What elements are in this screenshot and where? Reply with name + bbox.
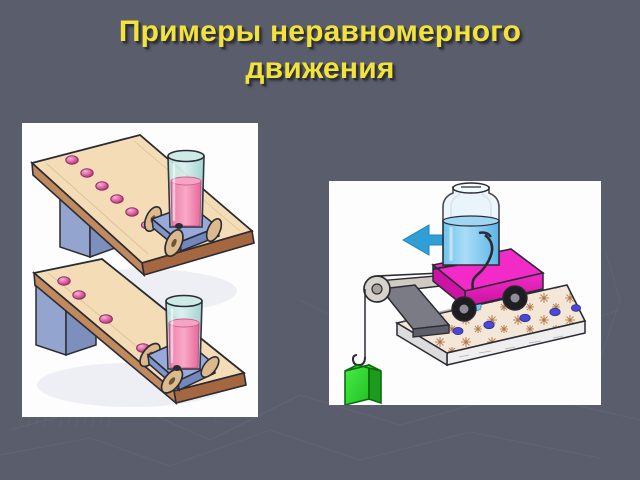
cart-shallow: [143, 149, 223, 257]
figure-panel-inclines: [22, 123, 258, 417]
beaker-steep: [165, 294, 203, 370]
cart-wheel-side-steep: [200, 356, 220, 378]
bottle-with-liquid: [442, 182, 500, 290]
table-surface: [394, 284, 587, 367]
incline-shallow-group: [30, 134, 255, 313]
cart-wheel-right: [502, 285, 528, 311]
title-line-1: Примеры неравномерного: [118, 15, 522, 48]
beaker-shallow: [167, 149, 205, 228]
cart-pink: [431, 248, 545, 322]
cart-wheel-front-shallow: [164, 229, 184, 257]
incline-steep-group: [32, 258, 247, 407]
drop-marks-steep: [57, 276, 150, 353]
cart-steep: [139, 294, 220, 394]
slide-title: Примеры неравномерного движения: [0, 14, 640, 87]
figure-panel-pulley: [329, 181, 601, 405]
cart-wheel-left: [451, 296, 477, 322]
pulley-assembly: [351, 272, 451, 367]
title-line-2: движения: [245, 51, 395, 85]
inclines-illustration: [30, 134, 255, 407]
cart-wheel-side-shallow: [205, 217, 223, 243]
pulley-cart-illustration: [344, 182, 587, 405]
hanging-weight: [344, 363, 382, 405]
cart-wheel-front-steep: [160, 368, 184, 394]
